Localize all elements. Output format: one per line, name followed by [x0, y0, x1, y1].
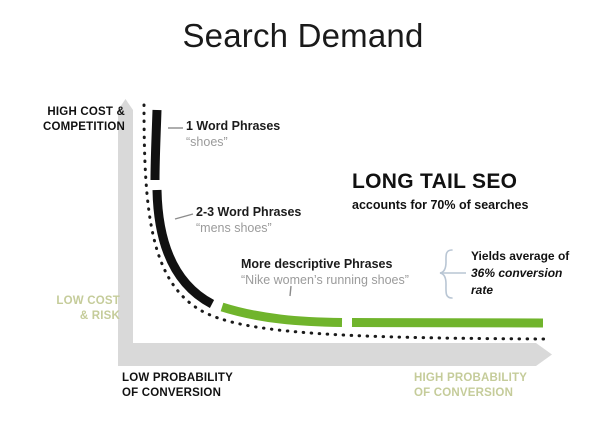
leader-line-3 [289, 285, 292, 297]
page-title: Search Demand [182, 17, 424, 54]
yields-line-2: 36% conversion [471, 266, 563, 280]
y-axis-arrow [118, 99, 133, 352]
x-axis-right-label: HIGH PROBABILITY OF CONVERSION [414, 371, 594, 400]
yields-brace [439, 249, 453, 299]
yields-callout: Yields average of 36% conversion rate [471, 248, 601, 299]
y-axis-bottom-label: LOW COST & RISK [14, 294, 120, 323]
yields-line-1: Yields average of [471, 249, 570, 263]
curve-segment-head-1 [150, 109, 162, 181]
long-tail-heading: LONG TAIL SEO [352, 170, 518, 193]
yields-line-3: rate [471, 283, 494, 297]
callout-2-3-word-phrases: 2-3 Word Phrases “mens shoes” [196, 204, 301, 236]
x-axis-right-label-line1: HIGH PROBABILITY [414, 372, 528, 384]
x-axis-left-label: LOW PROBABILITY OF CONVERSION [122, 371, 302, 400]
y-axis-top-label-line1: HIGH COST & [47, 106, 125, 118]
callout-1-label: 1 Word Phrases [186, 119, 281, 133]
curve-segment-tail-2 [351, 318, 544, 328]
x-axis-arrow [118, 343, 552, 366]
x-axis-left-label-line1: LOW PROBABILITY [122, 372, 233, 384]
callout-more-descriptive-phrases: More descriptive Phrases “Nike women’s r… [241, 256, 409, 288]
curve-segment-head-2 [152, 189, 215, 308]
callout-1-word-phrases: 1 Word Phrases “shoes” [186, 118, 280, 150]
long-tail-subheading: accounts for 70% of searches [352, 198, 529, 212]
y-axis-bottom-label-line1: LOW COST [56, 295, 120, 307]
y-axis-top-label: HIGH COST & COMPETITION [20, 105, 125, 134]
callout-1-example: “shoes” [186, 135, 228, 149]
callout-2-label: 2-3 Word Phrases [196, 205, 302, 219]
dotted-guide-curve [142, 103, 550, 341]
callout-2-example: “mens shoes” [196, 221, 272, 235]
y-axis-top-label-line2: COMPETITION [42, 120, 125, 133]
callout-3-example: “Nike women’s running shoes” [241, 273, 409, 287]
y-axis-bottom-label-line2: & RISK [79, 309, 120, 322]
leader-line-2 [174, 213, 194, 220]
x-axis-left-label-line2: OF CONVERSION [122, 386, 222, 399]
callout-3-label: More descriptive Phrases [241, 257, 393, 271]
curve-segment-tail-1 [220, 302, 343, 327]
x-axis-right-label-line2: OF CONVERSION [414, 386, 514, 399]
